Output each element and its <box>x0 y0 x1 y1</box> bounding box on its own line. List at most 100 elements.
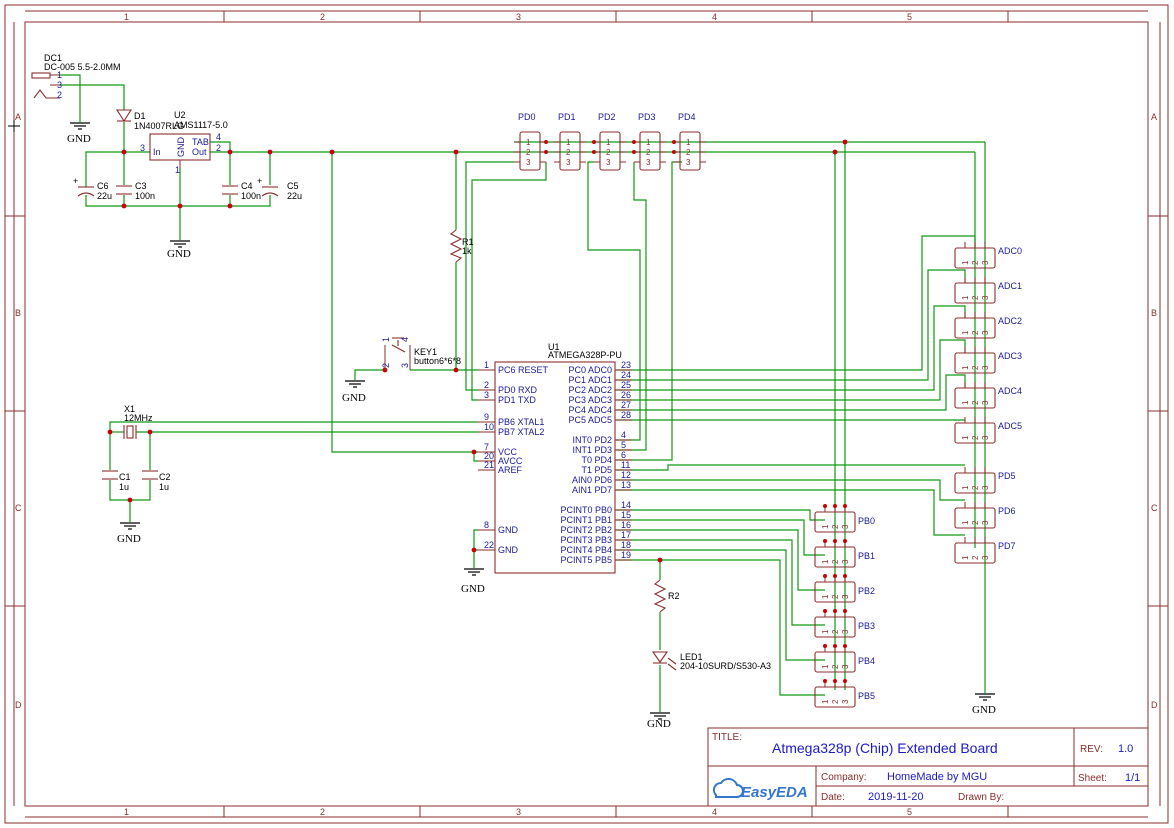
header-pin-num: 1 <box>961 485 970 490</box>
header-label: PB4 <box>858 656 875 666</box>
header-label: PD2 <box>598 112 616 122</box>
dc1-ref: DC1 <box>44 53 62 63</box>
header-pin-num: 1 <box>961 330 970 335</box>
gnd-1: GND <box>67 122 91 145</box>
u1-pin-num: 18 <box>621 540 631 550</box>
u1-pin-num: 9 <box>484 412 489 422</box>
sheet-label: Sheet: <box>1078 773 1107 784</box>
u2-out: Out <box>192 147 207 157</box>
header-pin-num: 1 <box>821 629 830 634</box>
row-label-a-r: A <box>1151 112 1157 122</box>
col-label-1b: 1 <box>124 807 129 817</box>
u1-pin-num: 16 <box>621 520 631 530</box>
svg-text:GND: GND <box>342 392 366 404</box>
u1-pin-name: PD1 TXD <box>498 395 536 405</box>
capacitor-c3[interactable]: C3 100n <box>116 181 155 201</box>
u2-pin2: 2 <box>216 143 221 153</box>
header-pin-num: 3 <box>981 365 990 370</box>
crystal-x1[interactable]: X1 12MHz <box>123 404 153 439</box>
capacitor-c5[interactable]: + C5 22u <box>257 176 302 201</box>
header-label: ADC4 <box>998 386 1022 396</box>
key1-pin1: 1 <box>381 337 391 342</box>
u1-pin-name: T0 PD4 <box>581 455 612 465</box>
row-label-b-r: B <box>1151 308 1157 318</box>
row-label-d: D <box>15 700 22 710</box>
header-label: ADC2 <box>998 316 1022 326</box>
header-pin-num: 2 <box>971 365 980 370</box>
u1-pin-num: 10 <box>484 422 494 432</box>
capacitor-c1[interactable]: C1 1u <box>102 470 131 492</box>
u1-pin-name: AIN1 PD7 <box>572 485 612 495</box>
led-led1[interactable]: LED1 204-10SURD/S530-A3 <box>651 651 771 671</box>
header-pin-num: 2 <box>831 559 840 564</box>
sheet-frame: 1 2 3 4 5 1 2 3 4 5 A B C D A B C D <box>4 4 1169 824</box>
easyeda-logo-text: EasyEDA <box>741 784 808 801</box>
u1-pin-name: INT1 PD3 <box>572 445 612 455</box>
capacitor-c4[interactable]: C4 100n <box>222 181 261 201</box>
key1-pin4: 4 <box>400 337 410 342</box>
u1-pin-name: PCINT0 PB0 <box>560 505 612 515</box>
u1-pin-name: PC3 ADC3 <box>568 395 612 405</box>
header-pin-num: 2 <box>971 485 980 490</box>
regulator-u2[interactable]: U2 AMS1117-5.0 In GND TAB Out 3 4 2 1 <box>140 110 228 175</box>
row-label-b: B <box>15 308 21 318</box>
u1-pin-num: 6 <box>621 450 626 460</box>
c6-value: 22u <box>97 191 112 201</box>
svg-text:GND: GND <box>67 133 91 145</box>
svg-text:GND: GND <box>972 704 996 716</box>
header-label: PD3 <box>638 112 656 122</box>
svg-text:GND: GND <box>167 248 191 260</box>
diode-d1[interactable]: D1 1N4007RLG <box>115 109 184 131</box>
header-pin-num: 2 <box>566 148 571 157</box>
pushbutton-key1[interactable]: KEY1 button6*6*8 1 2 3 4 <box>381 337 461 370</box>
sheet-value: 1/1 <box>1125 772 1140 784</box>
header-pin-num: 3 <box>606 158 611 167</box>
header-pin-num: 3 <box>981 520 990 525</box>
u1-pin-name: PC5 ADC5 <box>568 415 612 425</box>
header-pin-num: 2 <box>646 148 651 157</box>
u1-pin-name: T1 PD5 <box>581 465 612 475</box>
u1-pin-num: 28 <box>621 410 631 420</box>
resistor-r1[interactable]: R1 1k <box>449 229 474 263</box>
rev-label: REV: <box>1080 744 1103 755</box>
capacitor-c2[interactable]: C2 1u <box>142 470 171 492</box>
header-pin-num: 2 <box>971 295 980 300</box>
dc-jack-dc1[interactable]: DC1 DC-005 5.5-2.0MM 1 3 2 <box>31 53 121 100</box>
header-pin-num: 3 <box>841 664 850 669</box>
capacitor-c6[interactable]: + C6 22u <box>73 176 112 201</box>
header-label: PD4 <box>678 112 696 122</box>
c1-ref: C1 <box>119 472 131 482</box>
u1-pin-name: PC0 ADC0 <box>568 365 612 375</box>
u1-pin-num: 2 <box>484 380 489 390</box>
resistor-r2[interactable]: R2 <box>653 579 680 613</box>
c2-value: 1u <box>159 482 169 492</box>
col-label-5b: 5 <box>907 807 912 817</box>
header-pin-num: 2 <box>831 629 840 634</box>
header-pin-num: 2 <box>971 435 980 440</box>
title-block: TITLE: Atmega328p (Chip) Extended Board … <box>707 727 1149 807</box>
header-pin-num: 1 <box>821 594 830 599</box>
col-label-5: 5 <box>907 12 912 22</box>
header-pin-num: 3 <box>566 158 571 167</box>
